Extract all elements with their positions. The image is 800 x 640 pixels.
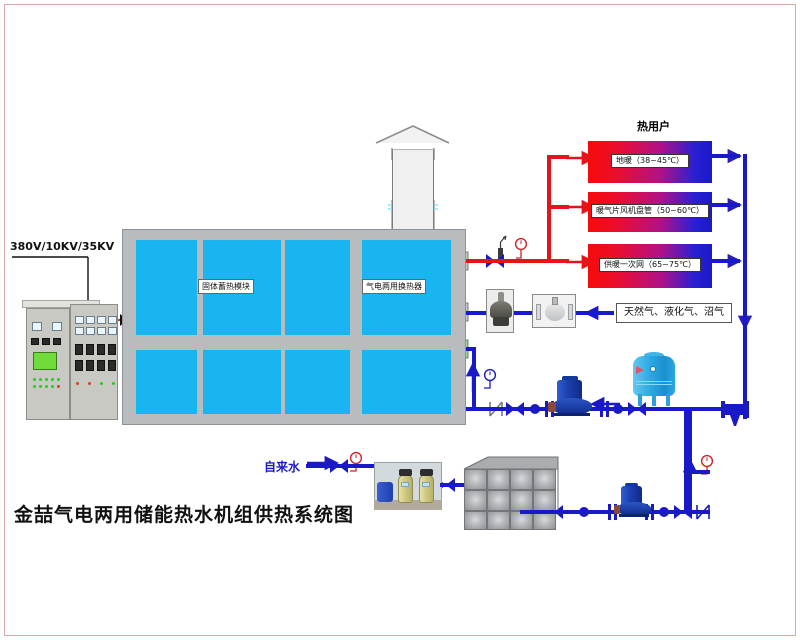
status-led [33,378,36,381]
diagram-title: 金喆气电两用储能热水机组供热系统图 [14,504,355,526]
return-to-cabinet [466,347,476,351]
panel-indicator [32,322,42,331]
heat-users-title: 热用户 [637,120,670,133]
booster-pump [614,483,654,518]
heat-user-label: 暖气片风机盘管（50~60℃） [590,204,710,218]
panel-breaker[interactable] [86,344,94,355]
heat-user-block: 地暖（38~45℃） [588,141,712,183]
diagram-border [4,4,796,636]
panel-meter [97,316,106,324]
expansion-pressure-tank [630,352,678,410]
panel-meter [108,316,117,324]
panel-breaker[interactable] [75,344,83,355]
storage-cell [136,240,197,335]
tapwater-pipe [350,464,378,468]
gas-pipe [512,311,534,315]
hot-supply-riser [547,155,551,263]
gas-pipe [574,311,614,315]
return-branch-radiator [712,203,740,207]
gas-pipe [466,311,488,315]
gas-type-label: 天然气、液化气、沼气 [616,303,732,323]
tank-outlet-pipe [556,510,616,514]
exchanger-cell [362,350,451,414]
panel-meter [75,327,84,335]
panel-breaker[interactable] [97,360,105,371]
status-led [76,382,79,385]
panel-meter [86,327,95,335]
makeup-riser [688,470,692,512]
gas-shutoff-valve [532,294,576,328]
storage-module-label: 固体蓄热模块 [198,279,254,294]
status-led [33,385,36,388]
status-led [51,385,54,388]
status-led [45,385,48,388]
makeup-top-link [688,470,710,474]
panel-meter [75,316,84,324]
return-riser-cabinet [472,347,476,409]
heat-user-label: 地暖（38~45℃） [610,154,690,168]
panel-breaker[interactable] [86,360,94,371]
tank-outlet-pipe [520,510,560,514]
status-led [112,382,115,385]
heat-exchanger-label: 气电两用换热器 [362,279,426,294]
softener-vessel [419,474,434,503]
panel-breaker[interactable] [108,344,116,355]
panel-meter [97,327,106,335]
heat-user-label: 供暖一次网（65~75℃） [598,258,702,272]
makeup-riser-upper [688,407,692,473]
return-branch-floor [712,154,740,158]
status-led [45,378,48,381]
status-led [88,382,91,385]
brine-tank [377,482,393,502]
status-led [57,378,60,381]
status-led [39,378,42,381]
status-led [39,385,42,388]
heat-user-block: 供暖一次网（65~75℃） [588,244,712,288]
storage-cell [285,350,350,414]
return-downcomer [743,154,747,419]
return-branch-primary [712,259,740,263]
electrical-control-cabinet [18,300,118,420]
power-supply-label: 380V/10KV/35KV [10,240,115,253]
heat-storage-unit: 固体蓄热模块 气电两用换热器 [122,229,466,425]
hot-branch-radiator [547,205,569,209]
storage-cell [136,350,197,414]
storage-cell [285,240,350,335]
panel-breaker[interactable] [108,360,116,371]
panel-switch[interactable] [42,338,50,345]
panel-switch[interactable] [53,338,61,345]
hot-branch-floor [547,155,569,159]
tapwater-label: 自来水 [264,460,301,474]
storage-cell [203,350,281,414]
panel-meter [108,327,117,335]
hmi-touch-screen[interactable] [33,352,57,370]
hot-supply-pipe [506,259,548,263]
softener-outlet-pipe [440,483,464,487]
hot-branch-primary [547,259,569,263]
panel-breaker[interactable] [75,360,83,371]
tapwater-pipe [306,464,374,468]
stainless-water-tank [462,455,559,530]
panel-switch[interactable] [31,338,39,345]
softener-vessel [398,474,413,503]
return-header [466,407,747,411]
status-led [100,382,103,385]
status-led [57,385,60,388]
makeup-pipe [640,510,710,514]
panel-indicator [52,322,62,331]
expansion-drop [684,407,688,513]
heat-user-block: 暖气片风机盘管（50~60℃） [588,192,712,232]
water-softener [374,462,442,510]
panel-meter [86,316,95,324]
circulation-pump [548,376,596,416]
panel-breaker[interactable] [97,344,105,355]
gas-regulator [486,289,514,333]
status-led [51,378,54,381]
